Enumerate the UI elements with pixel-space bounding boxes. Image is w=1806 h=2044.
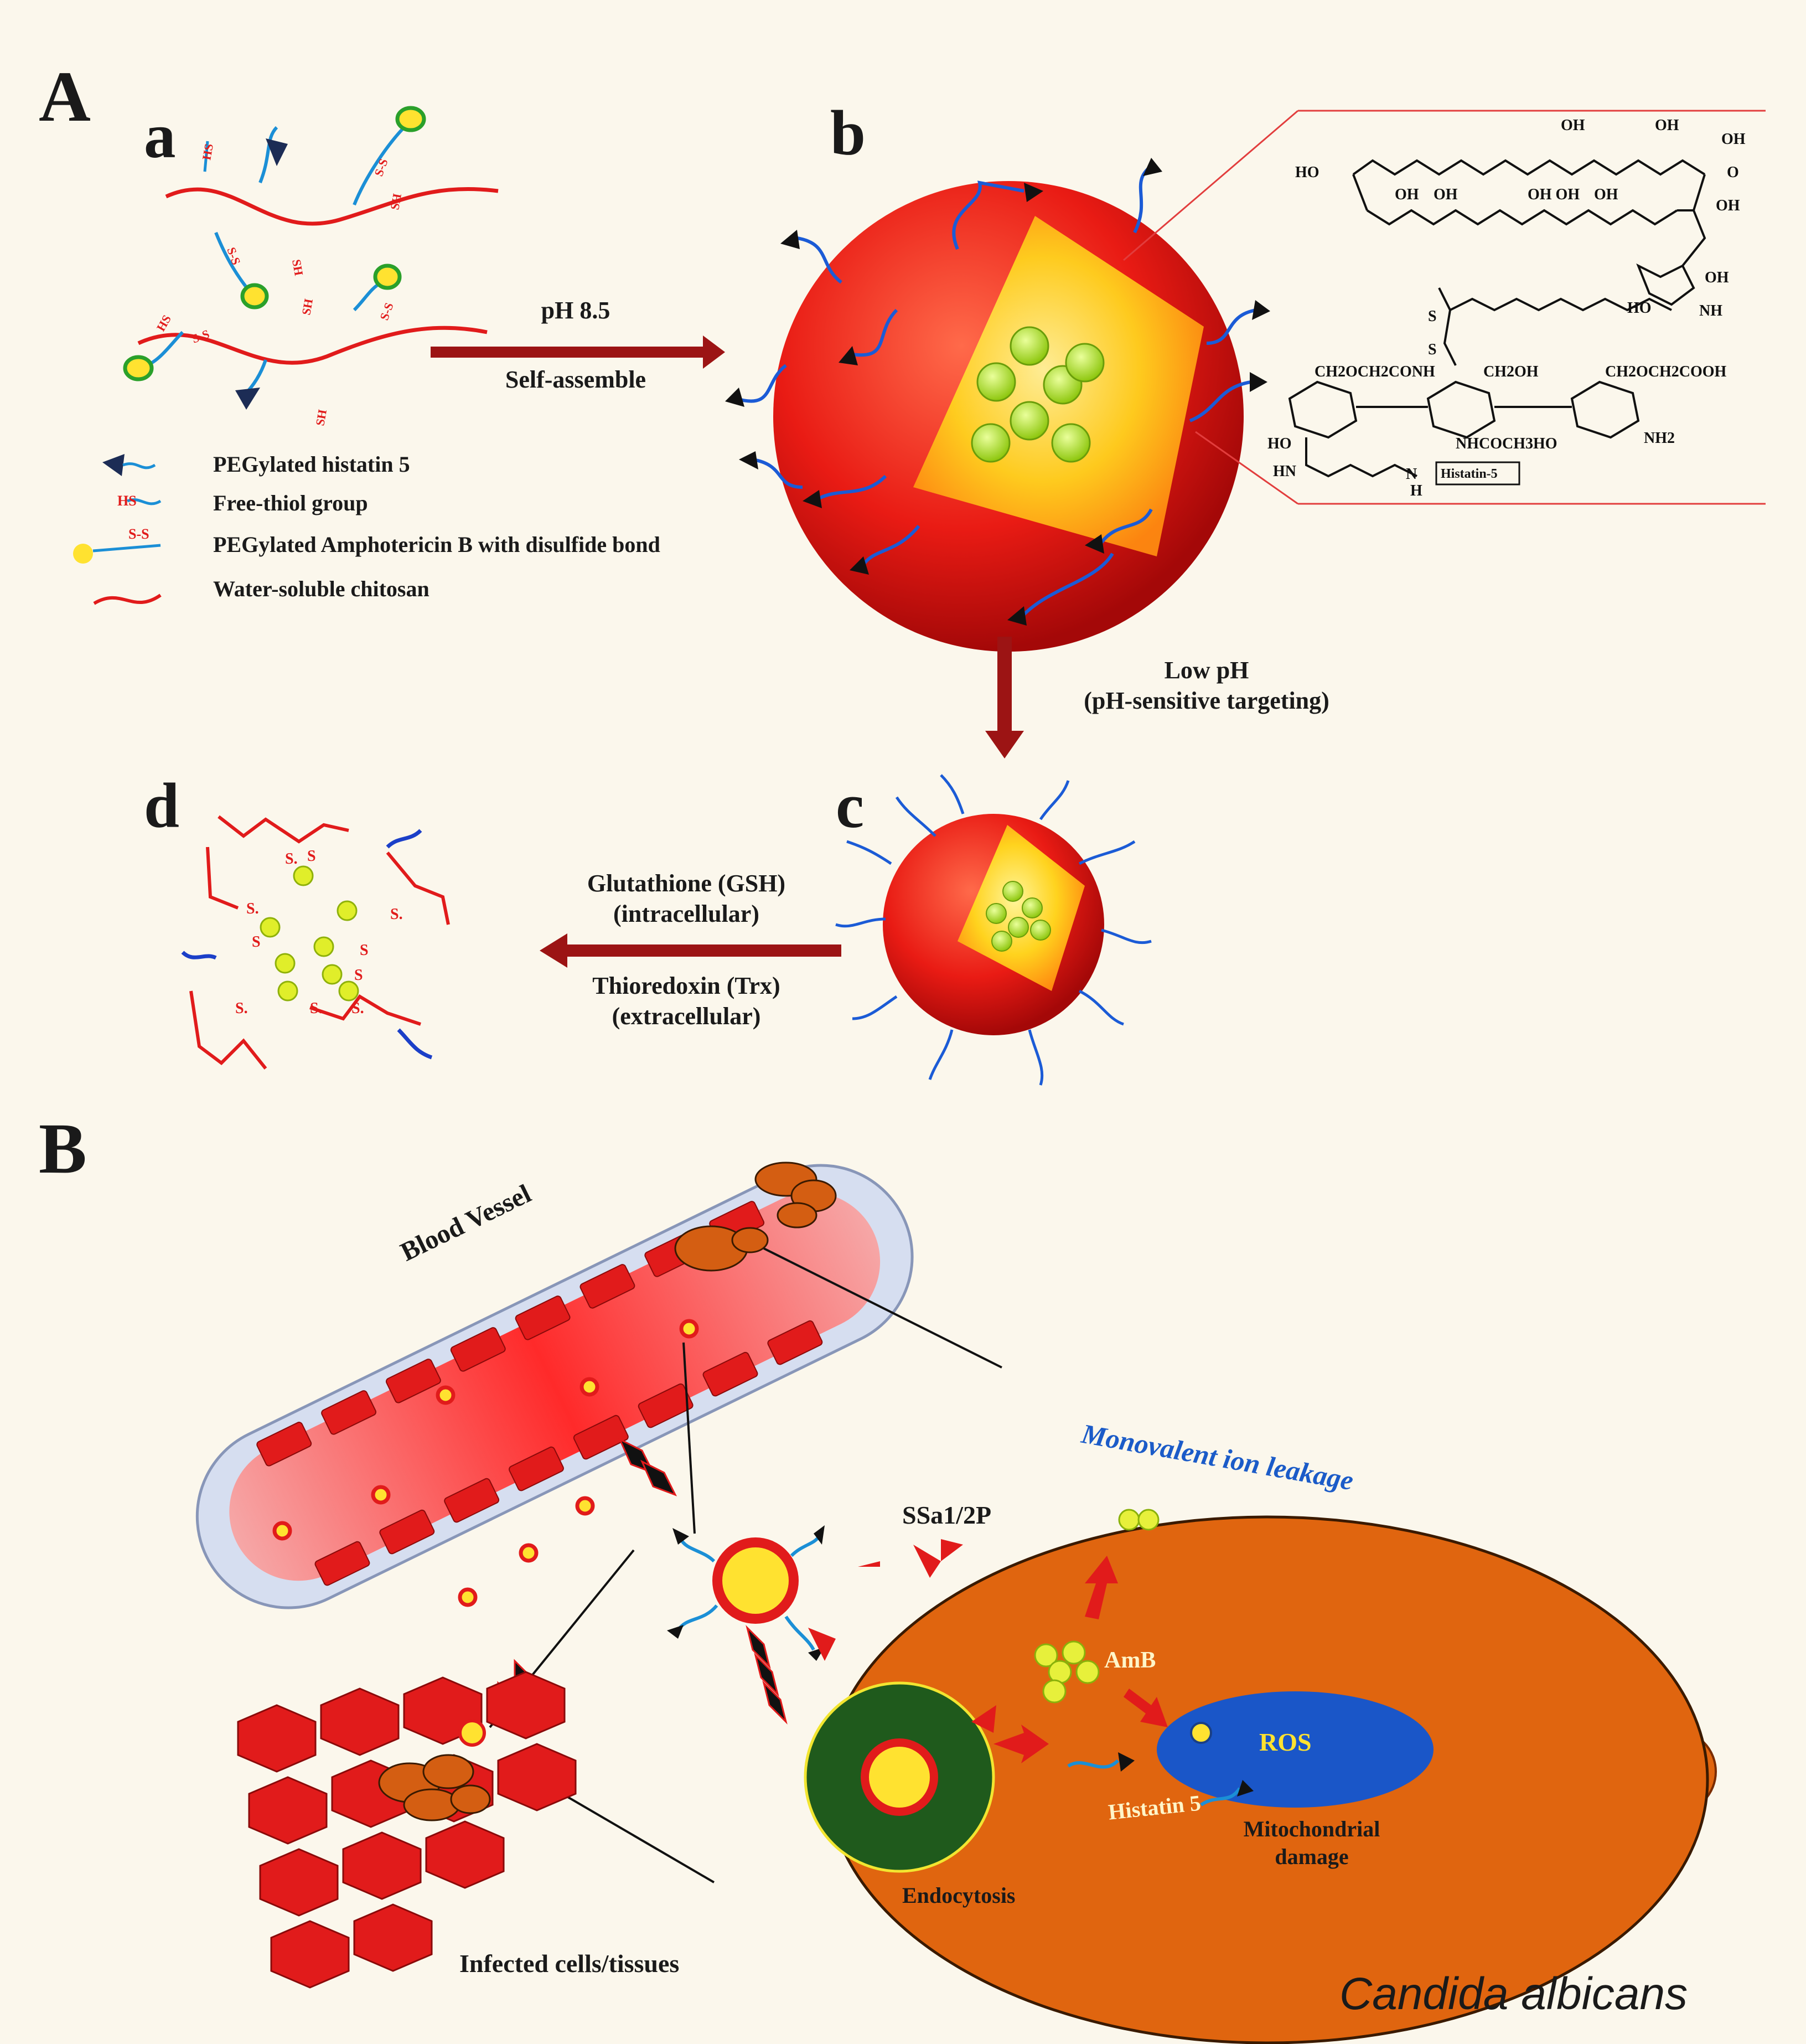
svg-text:SH: SH [313, 409, 329, 427]
svg-text:OH OH: OH OH [1528, 186, 1580, 203]
panel-label-a: a [144, 101, 176, 171]
ros-label: ROS [1259, 1728, 1312, 1756]
svg-text:HS: HS [199, 143, 216, 161]
svg-text:OH: OH [1721, 131, 1746, 148]
ssa-label: SSa1/2P [902, 1501, 992, 1529]
svg-text:NH2: NH2 [1644, 430, 1675, 447]
svg-text:S.: S. [235, 1000, 248, 1017]
arrow-c-to-d [540, 933, 841, 968]
svg-text:SH: SH [289, 259, 306, 277]
arrow-label-gsh: Glutathione (GSH) [587, 870, 786, 897]
legend-label-histatin: PEGylated histatin 5 [213, 452, 410, 477]
svg-text:OH: OH [1716, 197, 1740, 214]
nanoparticle-c [835, 774, 1152, 1086]
tissue-candida [378, 1754, 491, 1821]
zoom-lines [1123, 110, 1766, 505]
svg-text:HO: HO [1267, 435, 1292, 452]
arrow-b-to-c [985, 637, 1024, 758]
svg-text:SH: SH [387, 193, 404, 211]
svg-text:H: H [1410, 482, 1422, 499]
legend-label-amb: PEGylated Amphotericin B with disulfide … [213, 532, 660, 557]
arrow-label-ph-sensitive: (pH-sensitive targeting) [1084, 687, 1329, 714]
svg-text:OH: OH [1434, 186, 1458, 203]
svg-text:S: S [252, 933, 261, 951]
svg-text:S.: S. [285, 850, 298, 868]
svg-text:OH: OH [1561, 117, 1585, 134]
svg-text:S.: S. [246, 900, 259, 917]
chemical-labels: HO OH OH OH OH OH OH OH OH OH O HO OH NH… [1267, 117, 1746, 499]
endocytosis-label: Endocytosis [902, 1883, 1016, 1908]
svg-text:OH: OH [1395, 186, 1419, 203]
panel-a-structure: HS SH SH SH HS SH S-S S-S S-S S-S [123, 106, 499, 427]
svg-text:S-S: S-S [224, 245, 243, 266]
svg-text:NH: NH [1699, 302, 1722, 319]
candida-in-vessel [674, 1162, 837, 1272]
svg-text:OH: OH [1705, 269, 1729, 286]
arrow-label-intracellular: (intracellular) [613, 900, 759, 927]
svg-text:HO: HO [1627, 300, 1652, 317]
panel-label-A: A [39, 57, 91, 137]
svg-text:CH2OCH2COOH: CH2OCH2COOH [1605, 363, 1727, 380]
arrow-label-trx: Thioredoxin (Trx) [592, 972, 780, 999]
svg-text:HO: HO [1295, 164, 1319, 181]
svg-text:S.: S. [390, 906, 403, 923]
svg-text:S-S: S-S [377, 301, 396, 322]
svg-text:S: S [1428, 341, 1437, 358]
svg-text:O: O [1727, 164, 1739, 181]
tissue-nanoparticle [458, 1719, 486, 1747]
svg-text:S: S [360, 942, 369, 959]
panel-label-d: d [144, 771, 179, 841]
svg-text:S: S [354, 967, 363, 984]
svg-text:HN: HN [1273, 463, 1296, 480]
candida-label: Candida albicans [1339, 1969, 1688, 2019]
svg-text:S: S [1428, 308, 1437, 325]
mito-label-line1: Mitochondrial [1243, 1816, 1380, 1841]
amb-label: AmB [1104, 1648, 1156, 1673]
arrow-label-ph85: pH 8.5 [541, 297, 610, 324]
svg-text:S.: S. [351, 1000, 364, 1017]
legend-label-chitosan: Water-soluble chitosan [213, 576, 429, 601]
svg-text:S-S: S-S [371, 157, 390, 178]
chemical-structure [1288, 159, 1706, 486]
svg-text:S: S [307, 848, 316, 865]
panel-label-b: b [830, 98, 866, 168]
svg-text:CH2OH: CH2OH [1483, 363, 1539, 380]
legend-label-thiol: Free-thiol group [213, 491, 368, 515]
svg-text:S.: S. [310, 1000, 323, 1017]
legend-symbol-hs: HS [117, 493, 137, 509]
svg-text:SH: SH [299, 298, 315, 316]
mito-label-line2: damage [1275, 1844, 1349, 1869]
ssa-arrow [808, 1545, 941, 1661]
panel-label-B: B [39, 1109, 87, 1189]
arrow-a-to-b [431, 335, 725, 369]
blood-vessel [195, 1164, 914, 1609]
svg-text:HS: HS [154, 313, 174, 334]
infected-label: Infected cells/tissues [459, 1949, 680, 1978]
panel-label-c: c [836, 771, 865, 841]
legend-icons [73, 454, 162, 605]
candida-cell [804, 1509, 1717, 2044]
nanoparticle-b [725, 158, 1270, 652]
svg-text:S-S: S-S [190, 327, 211, 345]
arrow-label-self-assemble: Self-assemble [505, 366, 646, 393]
svg-text:CH2OCH2CONH: CH2OCH2CONH [1315, 363, 1435, 380]
arrow-label-extracellular: (extracellular) [612, 1003, 761, 1030]
svg-text:N: N [1406, 466, 1417, 483]
small-nanoparticles [272, 1319, 699, 1607]
infected-tissue [237, 1671, 577, 1989]
spiky-nanoparticle [667, 1525, 825, 1661]
legend-symbol-ss: S-S [128, 526, 149, 542]
svg-text:Histatin-5: Histatin-5 [1441, 467, 1498, 481]
svg-text:OH: OH [1655, 117, 1679, 134]
svg-text:NHCOCH3HO: NHCOCH3HO [1456, 435, 1557, 452]
arrow-label-low-ph: Low pH [1164, 657, 1249, 684]
svg-text:OH: OH [1594, 186, 1618, 203]
